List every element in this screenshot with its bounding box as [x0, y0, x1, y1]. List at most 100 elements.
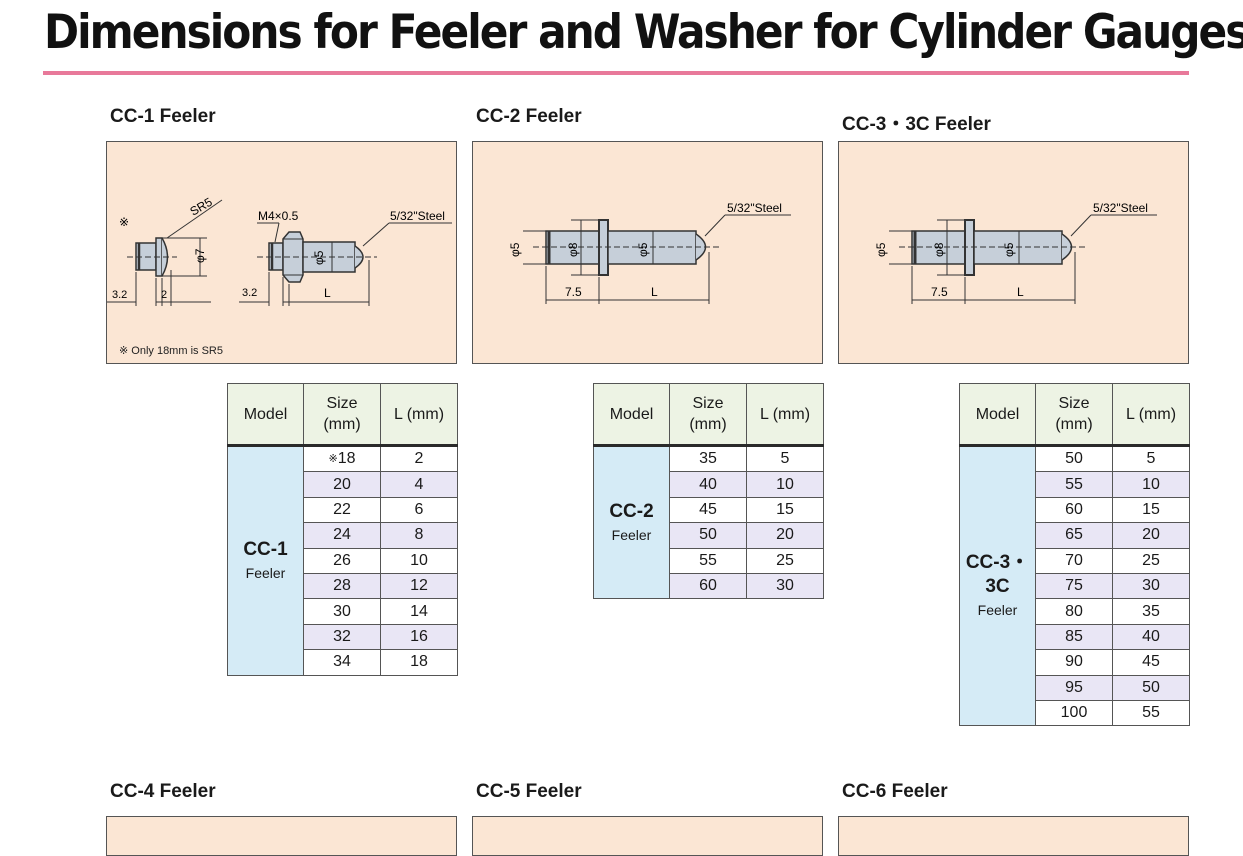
size-value: 90: [1065, 653, 1083, 671]
dim-l-label: L: [324, 286, 331, 300]
length-cell: 14: [380, 598, 458, 625]
phi5-label: φ5: [312, 250, 326, 265]
panel-note: ※ Only 18mm is SR5: [119, 345, 223, 357]
size-cell: 50: [669, 522, 747, 549]
model-sub: Feeler: [245, 564, 286, 581]
steel-label: 5/32"Steel: [1093, 201, 1148, 215]
page-title: Dimensions for Feeler and Washer for Cyl…: [44, 5, 1243, 60]
length-cell: 6: [380, 496, 458, 524]
phi5-left-label: φ5: [874, 242, 888, 257]
model-name: CC-1: [243, 538, 288, 560]
cc5-drawing-panel: [472, 816, 823, 856]
length-cell: 45: [1112, 649, 1190, 676]
col-length: L (mm): [1112, 383, 1190, 447]
col-model: Model: [593, 383, 670, 447]
size-line1: Size: [1058, 395, 1090, 412]
size-cell: 24: [303, 522, 381, 549]
cc6-heading: CC-6 Feeler: [842, 781, 948, 802]
size-value: 80: [1065, 602, 1083, 620]
size-cell: 80: [1035, 598, 1113, 625]
size-value: 20: [333, 475, 351, 493]
size-value: 50: [1065, 450, 1083, 468]
size-cell: 26: [303, 547, 381, 574]
dim-7-5: 7.5: [565, 285, 582, 299]
length-cell: 16: [380, 623, 458, 651]
col-size: Size(mm): [303, 383, 381, 447]
cc3-heading: CC-3・3C Feeler: [842, 114, 991, 135]
dim-3-2-right: 3.2: [242, 287, 257, 299]
size-value: 32: [333, 627, 351, 645]
size-value: 55: [699, 551, 717, 569]
size-cell: 34: [303, 649, 381, 676]
model-sub: Feeler: [611, 526, 652, 543]
cc3-feeler-drawing: φ5 φ8 φ5 5/32"Steel 7.5 L: [874, 201, 1157, 304]
size-value: 100: [1060, 704, 1088, 722]
model-name: CC-2: [609, 500, 654, 522]
length-cell: 15: [746, 496, 824, 524]
steel-label: 5/32"Steel: [727, 201, 782, 215]
phi8-label: φ8: [932, 242, 946, 257]
size-value: 60: [1065, 500, 1083, 518]
cc3-drawing-panel: φ5 φ8 φ5 5/32"Steel 7.5 L: [838, 141, 1189, 364]
size-cell: 75: [1035, 572, 1113, 600]
size-cell: 30: [303, 598, 381, 625]
size-value: 18: [337, 450, 356, 468]
size-cell: 90: [1035, 649, 1113, 676]
size-cell: 20: [303, 471, 381, 498]
cc1-drawing-panel: ※ SR5 φ7 3.2 2 M4×0.5 5/32"Steel φ5 3.2 …: [106, 141, 457, 364]
size-value: 65: [1065, 526, 1083, 544]
table-row: 22 6: [228, 496, 458, 524]
col-size: Size (mm): [669, 383, 747, 447]
length-cell: 12: [380, 572, 458, 600]
dim-l-label: L: [651, 285, 658, 299]
size-cell: 28: [303, 572, 381, 600]
size-cell: 45: [669, 496, 747, 524]
size-cell: 35: [669, 444, 747, 473]
size-cell: 95: [1035, 674, 1113, 701]
asterisk-mark: ※: [119, 215, 129, 229]
length-cell: 5: [1112, 444, 1190, 473]
table-row: 75 30: [960, 572, 1190, 600]
length-cell: 10: [746, 471, 824, 498]
length-cell: 18: [380, 649, 458, 676]
size-line2: (mm): [689, 416, 727, 433]
size-value: 22: [333, 500, 351, 518]
phi5-right-label: φ5: [1002, 242, 1016, 257]
size-line1: Size: [692, 395, 724, 412]
length-cell: 2: [380, 444, 458, 473]
length-cell: 30: [1112, 572, 1190, 600]
length-cell: 20: [1112, 522, 1190, 549]
phi5-right-label: φ5: [636, 242, 650, 257]
sr-label: SR5: [188, 195, 215, 219]
title-underline: [43, 71, 1189, 75]
size-cell: 60: [669, 572, 747, 600]
col-model: Model: [227, 383, 304, 447]
size-value: 24: [333, 526, 351, 544]
phi5-left-label: φ5: [508, 242, 522, 257]
dim-l-label: L: [1017, 285, 1024, 299]
size-cell: 100: [1035, 699, 1113, 727]
size-value: 60: [699, 577, 717, 595]
size-value: 75: [1065, 577, 1083, 595]
length-cell: 8: [380, 522, 458, 549]
col-size: Size(mm): [1035, 383, 1113, 447]
cc1-feeler-drawing: ※ SR5 φ7 3.2 2 M4×0.5 5/32"Steel φ5 3.2 …: [107, 195, 452, 306]
